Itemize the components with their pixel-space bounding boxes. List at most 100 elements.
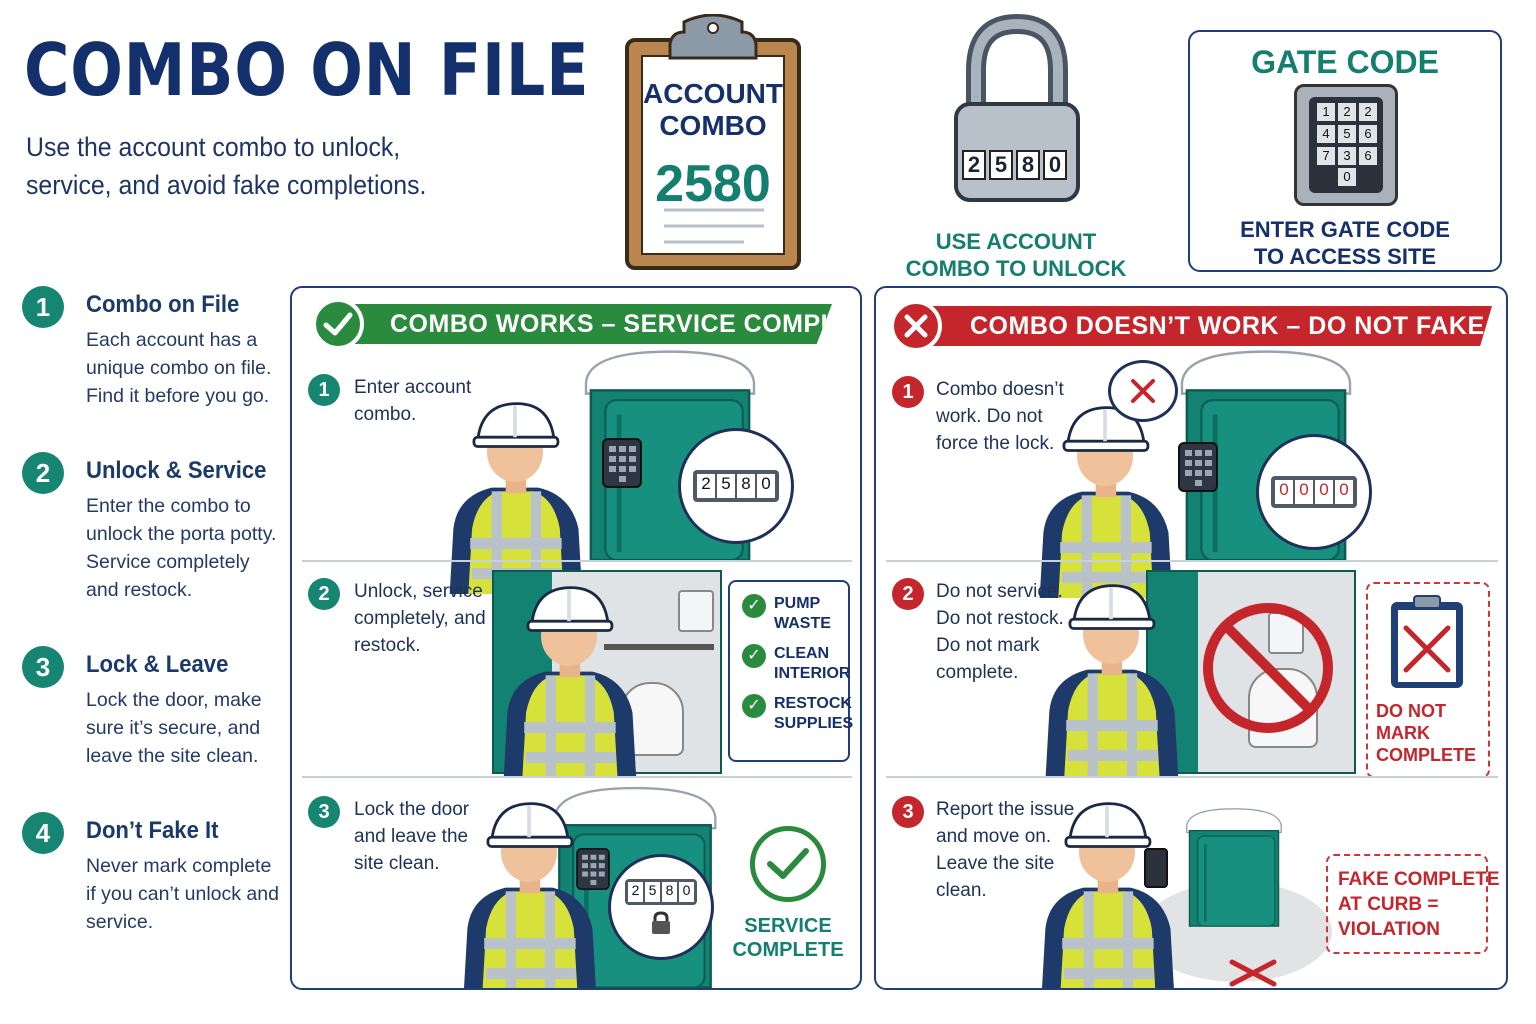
sidebar-step-text: Each account has a unique combo on file.…: [86, 329, 272, 407]
combo-works-panel: COMBO WORKS – SERVICE COMPLETE 1 Enter a…: [290, 286, 862, 990]
combo-fails-banner: COMBO DOESN’T WORK – DO NOT FAKE IT: [902, 306, 1492, 346]
padlock-block: 2 5 8 0 USE ACCOUNT COMBO TO UNLOCK: [906, 14, 1126, 281]
sidebar-step: 4 Don’t Fake It Never mark complete if y…: [22, 812, 282, 952]
sidebar-step: 2 Unlock & Service Enter the combo to un…: [22, 452, 282, 612]
gate-key: 6: [1359, 146, 1377, 165]
do-not-label1: DO NOT: [1376, 701, 1446, 721]
sidebar-step: 3 Lock & Leave Lock the door, make sure …: [22, 646, 282, 786]
gate-key: 0: [1338, 168, 1356, 187]
lock-digit: 0: [1275, 480, 1293, 504]
gate-caption1: ENTER GATE CODE: [1240, 217, 1450, 242]
sidebar-step-heading: Unlock & Service: [86, 457, 267, 484]
worker-icon: [440, 398, 590, 594]
fake-label1: FAKE COMPLETE: [1338, 869, 1500, 890]
lock-digit: 0: [1295, 480, 1313, 504]
gate-code-box: GATE CODE 1 2 2 4 5 6 7 3 6 0 ENTER GATE…: [1188, 30, 1502, 272]
lock-digit: 2: [697, 474, 715, 498]
do-not-label3: COMPLETE: [1376, 745, 1477, 765]
sidebar-step-heading: Combo on File: [86, 291, 240, 318]
fails-step-number: 1: [892, 376, 924, 408]
prohibited-icon: [1203, 603, 1333, 733]
padlock-dials: 2 5 8 0: [962, 150, 1067, 180]
works-step-text: Unlock, service completely, and restock.: [354, 581, 486, 656]
keypad-icon: [602, 438, 642, 488]
do-not-mark-box: DO NOT MARK COMPLETE: [1366, 582, 1490, 778]
lock-icon: [652, 911, 670, 934]
lock-digit: 0: [679, 882, 694, 902]
gate-key: 3: [1338, 146, 1356, 165]
clipboard-x-icon: [1391, 595, 1463, 688]
sidebar-step-text: Enter the combo to unlock the porta pott…: [86, 495, 277, 601]
padlock-digit: 2: [962, 150, 986, 180]
combo-fails-banner-text: COMBO DOESN’T WORK – DO NOT FAKE IT: [970, 311, 1508, 340]
lock-digit: 0: [1315, 480, 1333, 504]
sidebar-step-number: 4: [22, 812, 64, 854]
gate-key: 4: [1317, 124, 1335, 143]
fails-step-text: Report the issue and move on. Leave the …: [936, 799, 1075, 901]
x-icon: [1131, 379, 1155, 403]
worker-icon: [494, 582, 644, 778]
clipboard-code: 2580: [655, 155, 771, 213]
sidebar-step-number: 2: [22, 452, 64, 494]
zoom-circle: 2 5 8 0: [678, 428, 794, 544]
padlock-digit: 5: [989, 150, 1013, 180]
gate-caption2: TO ACCESS SITE: [1253, 244, 1437, 269]
check-icon: ✓: [742, 594, 766, 618]
worker-icon: [1032, 798, 1182, 990]
page-subtitle: Use the account combo to unlock, service…: [26, 132, 427, 200]
padlock-caption1: USE ACCOUNT: [935, 229, 1097, 254]
sidebar-step: 1 Combo on File Each account has a uniqu…: [22, 286, 282, 426]
gate-keypad-icon: 1 2 2 4 5 6 7 3 6 0: [1294, 84, 1398, 206]
works-step-number: 3: [308, 796, 340, 828]
sidebar-step-text: Lock the door, make sure it’s secure, an…: [86, 689, 262, 767]
checklist-label: INTERIOR: [774, 665, 851, 682]
checklist-label: RESTOCK: [774, 695, 852, 712]
gate-key: 2: [1338, 103, 1356, 121]
gate-key: 1: [1317, 103, 1335, 121]
phone-icon: [1144, 848, 1168, 888]
lock-digit: 8: [662, 882, 677, 902]
account-combo-clipboard: ACCOUNT COMBO 2580: [624, 14, 802, 272]
x-icon: [1229, 959, 1277, 987]
keypad-icon: [1178, 442, 1218, 492]
check-icon: ✓: [742, 644, 766, 668]
lock-digit: 2: [628, 882, 643, 902]
sidebar-step-text: Never mark complete if you can’t unlock …: [86, 855, 279, 933]
speech-bubble: [1108, 360, 1178, 422]
fake-complete-box: FAKE COMPLETE AT CURB = VIOLATION: [1326, 854, 1500, 954]
checklist-label: CLEAN: [774, 645, 830, 662]
gate-key: 6: [1359, 124, 1377, 143]
combo-works-banner: COMBO WORKS – SERVICE COMPLETE: [322, 304, 832, 344]
worker-icon: [454, 798, 604, 990]
combo-works-banner-text: COMBO WORKS – SERVICE COMPLETE: [390, 309, 862, 338]
zoom-circle: 0 0 0 0: [1256, 434, 1372, 550]
fake-label3: VIOLATION: [1338, 919, 1441, 940]
checklist-item: ✓ CLEAN INTERIOR: [742, 644, 851, 684]
page-title: COMBO ON FILE: [24, 28, 590, 112]
sidebar-step-number: 3: [22, 646, 64, 688]
fails-step-text: Do not service. Do not restock. Do not m…: [936, 581, 1064, 683]
clipboard-icon: [625, 14, 801, 270]
do-not-label2: MARK: [1376, 723, 1430, 743]
sidebar-step-heading: Lock & Leave: [86, 651, 229, 678]
check-circle-icon: [750, 826, 826, 902]
combo-fails-panel: COMBO DOESN’T WORK – DO NOT FAKE IT 1 Co…: [874, 286, 1508, 990]
sidebar-step-heading: Don’t Fake It: [86, 817, 219, 844]
lock-dials: 2 5 8 0: [693, 470, 779, 502]
lock-dials: 0 0 0 0: [1271, 476, 1357, 508]
sidebar-step-number: 1: [22, 286, 64, 328]
clipboard-line2: COMBO: [659, 110, 767, 141]
zoom-circle: 2 5 8 0: [608, 854, 714, 960]
portable-toilet-icon: [1184, 782, 1284, 952]
lock-digit: 0: [1335, 480, 1353, 504]
padlock-caption2: COMBO TO UNLOCK: [905, 256, 1127, 281]
checklist-label: PUMP: [774, 595, 821, 612]
lock-digit: 0: [757, 474, 775, 498]
fails-step-number: 2: [892, 578, 924, 610]
works-step-text: Enter account combo.: [354, 377, 472, 425]
worker-icon: [1030, 402, 1180, 598]
worker-icon: [1036, 580, 1186, 776]
